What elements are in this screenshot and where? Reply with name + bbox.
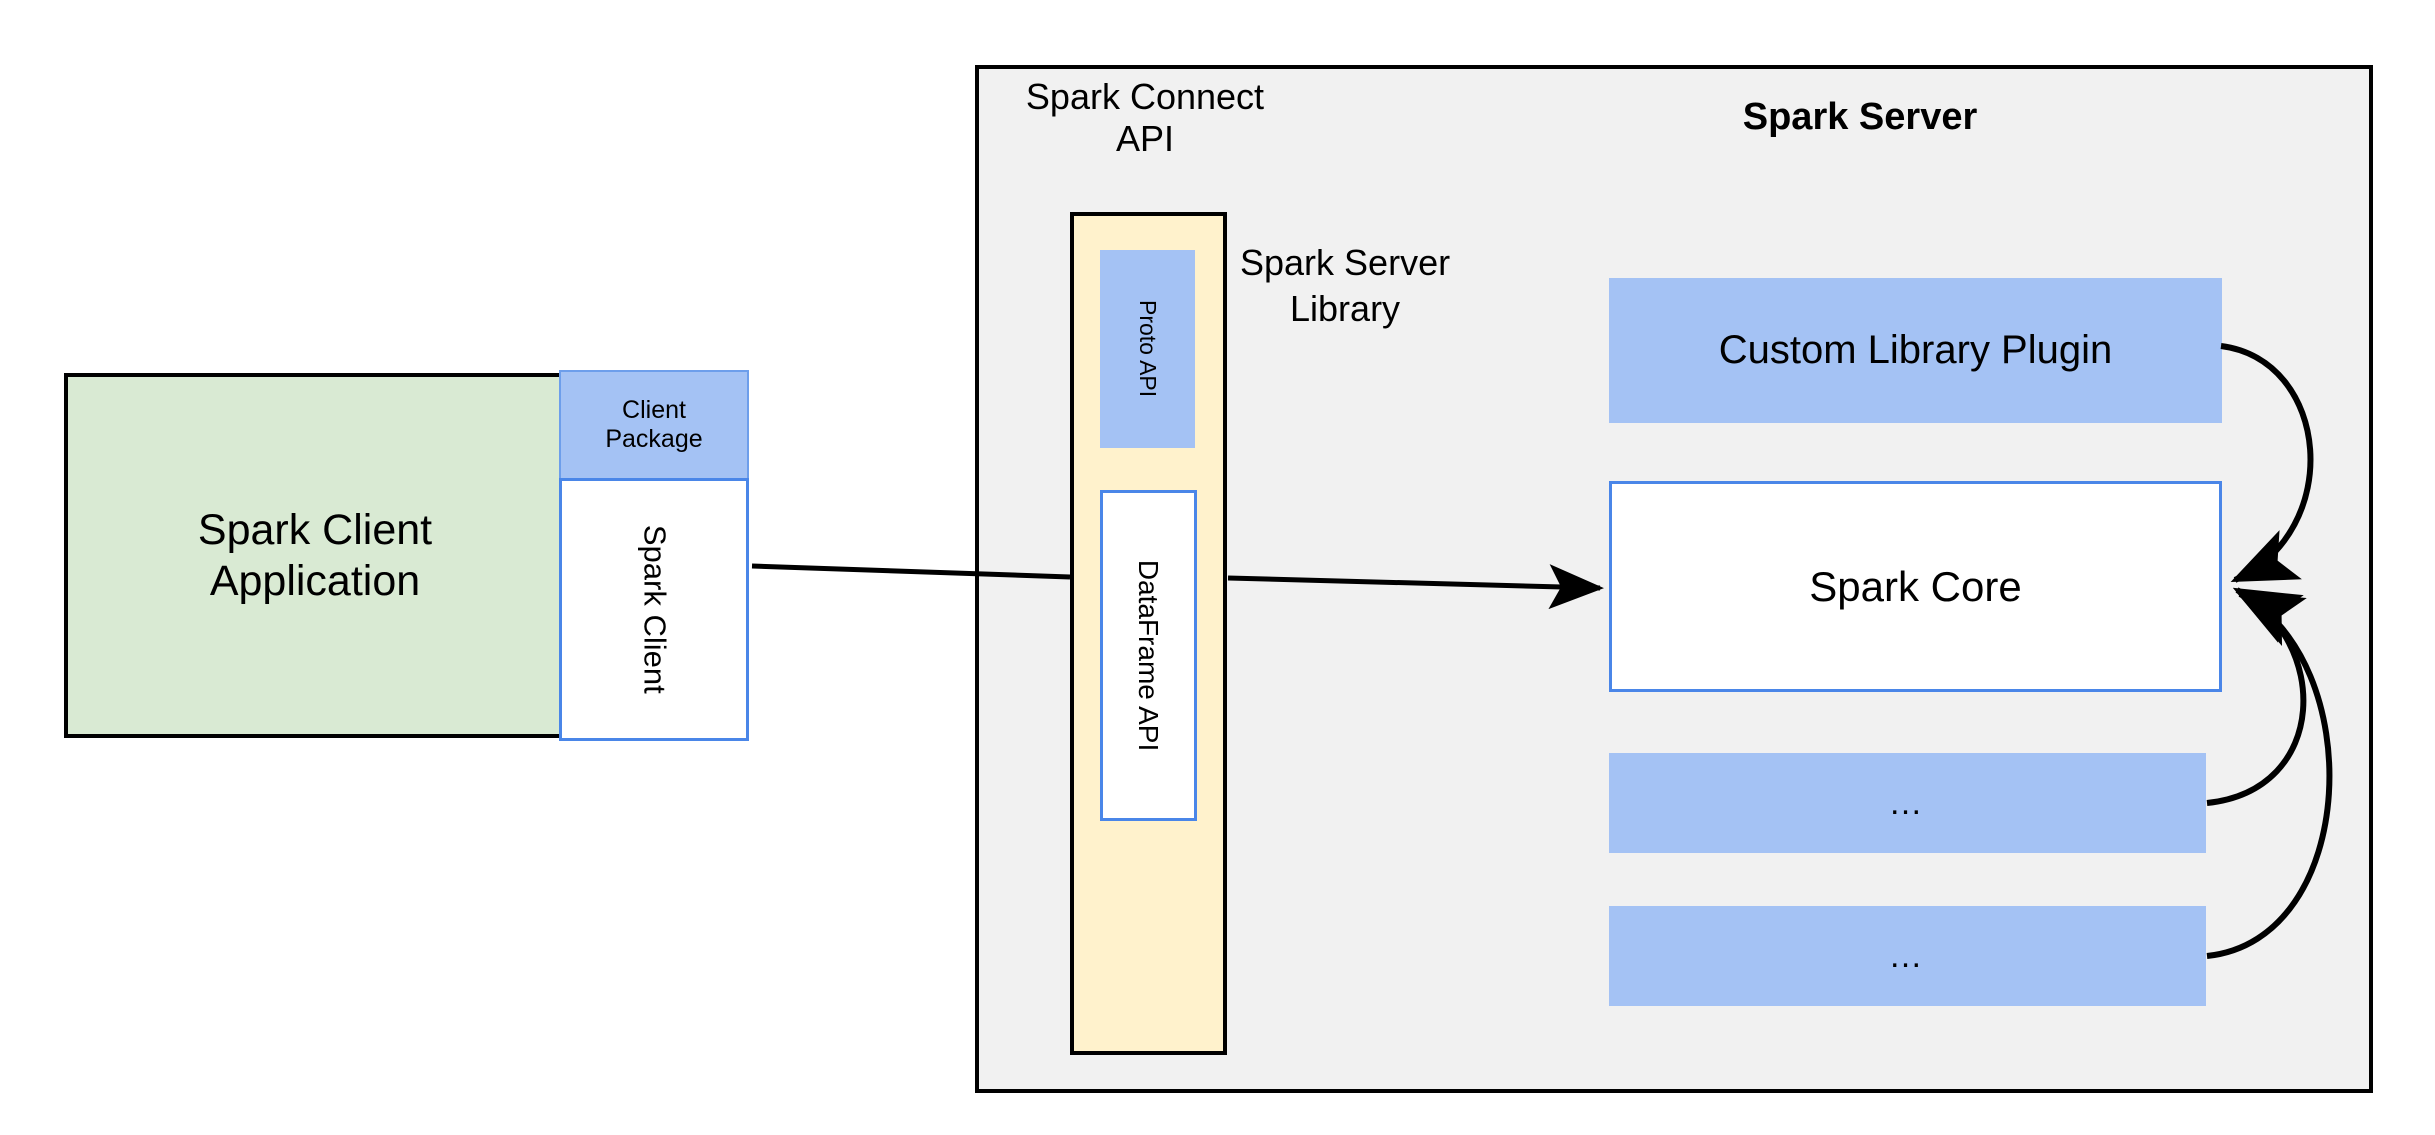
dataframe-api-box: DataFrame API — [1100, 490, 1197, 821]
dataframe-api-label: DataFrame API — [1133, 559, 1165, 752]
ellipsis-label-2: … — [1888, 936, 1927, 975]
client-package-box: Client Package — [559, 370, 749, 480]
spark-client-box: Spark Client — [559, 478, 749, 741]
spark-connect-api-line2: API — [1115, 118, 1174, 160]
custom-library-plugin-box: Custom Library Plugin — [1609, 278, 2222, 423]
spark-server-library-label: Spark Server Library — [1240, 240, 1540, 340]
ellipsis-box-1: … — [1609, 753, 2206, 853]
spark-client-label: Spark Client — [637, 525, 673, 694]
custom-library-plugin-label: Custom Library Plugin — [1718, 327, 2113, 372]
spark-server-title: Spark Server — [1742, 95, 1978, 138]
ellipsis-box-2: … — [1609, 906, 2206, 1006]
spark-server-library-line1: Spark Server — [1240, 242, 1451, 283]
spark-core-box: Spark Core — [1609, 481, 2222, 692]
ellipsis-label-1: … — [1888, 783, 1927, 822]
spark-connect-api-line1: Spark Connect — [1025, 76, 1265, 117]
spark-client-application-line1: Spark Client — [197, 505, 433, 554]
spark-core-label: Spark Core — [1809, 562, 2022, 610]
client-package-line1: Client — [622, 395, 686, 424]
spark-connect-api-label: Spark Connect API — [1000, 68, 1290, 160]
proto-api-label: Proto API — [1135, 300, 1162, 398]
client-package-line2: Package — [605, 425, 703, 453]
proto-api-box: Proto API — [1100, 250, 1195, 448]
spark-client-application-line2: Application — [209, 556, 421, 605]
spark-client-application-box: Spark Client Application — [64, 373, 566, 738]
spark-server-library-line2: Library — [1290, 288, 1401, 330]
